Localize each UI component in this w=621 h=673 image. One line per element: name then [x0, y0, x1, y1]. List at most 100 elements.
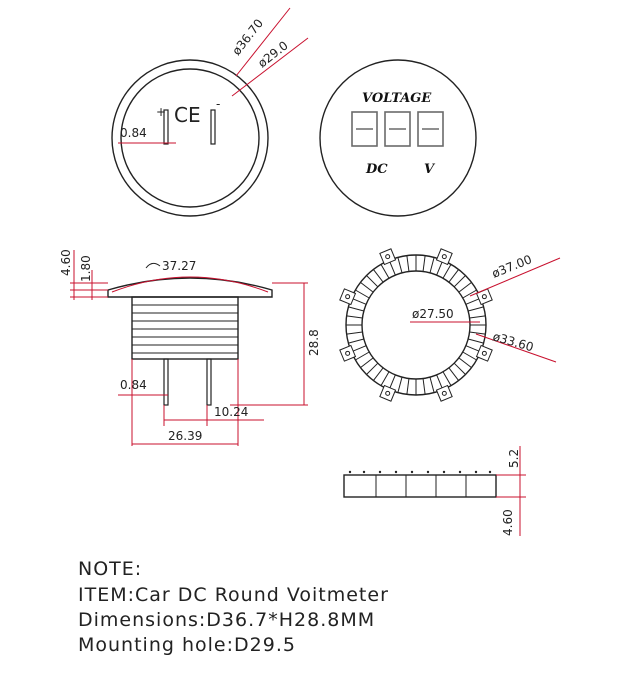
front-view: + - CE 0.84 ø36.70 ø29.0: [111, 7, 309, 217]
terminal-left: [163, 109, 169, 145]
nut-body: [343, 474, 497, 498]
terminal-right: [210, 109, 216, 145]
ring-hatch: [346, 315, 363, 319]
ring-tab-hole: [441, 254, 447, 260]
side-pin-left: [163, 358, 169, 406]
ring-hatch: [453, 362, 466, 375]
ring-tab-hole: [441, 390, 447, 396]
ring-hatch: [372, 269, 384, 283]
front-outer-circle: [111, 59, 269, 217]
ring-hatch: [436, 374, 444, 390]
side-pin-right: [206, 358, 212, 406]
digit-3: [417, 111, 444, 147]
ring-hatch: [351, 345, 367, 353]
ring-tab: [379, 248, 397, 266]
ring-hatch: [458, 281, 472, 293]
ring-hatch: [388, 260, 396, 276]
ring-hatch: [465, 345, 481, 353]
ring-mid-label: ø33.60: [491, 329, 535, 354]
total-height-label: 28.8: [307, 329, 321, 356]
ring-hatch: [422, 378, 426, 395]
note-item: ITEM:Car DC Round Voitmeter: [78, 584, 389, 606]
ring-inner-label: ø27.50: [412, 307, 454, 321]
display-outer-circle: [319, 59, 477, 217]
seven-segment-display: [351, 111, 444, 147]
ring-tab-hole: [345, 294, 351, 300]
minus-sign: -: [216, 97, 220, 111]
ring-hatch: [448, 367, 460, 381]
ring-view: ø37.00 ø27.50 ø33.60: [339, 248, 561, 402]
ring-tab: [339, 288, 357, 306]
ring-tab-hole: [385, 390, 391, 396]
ring-hatch: [469, 331, 486, 335]
nut-side-view: 5.2 4.60: [343, 446, 526, 536]
front-inner-circle: [120, 68, 260, 208]
ring-hatch: [442, 371, 452, 386]
ring-hatch: [380, 264, 390, 279]
ring-tab: [435, 248, 453, 266]
display-view: VOLTAGE DC V: [319, 59, 477, 217]
nut-width-5-2: 5.2: [507, 449, 521, 468]
ring-tab: [379, 384, 397, 402]
ring-outer-label: ø37.00: [490, 252, 534, 281]
nut-width-4-60: 4.60: [501, 509, 515, 536]
ring-hatch: [360, 357, 374, 369]
note-title: NOTE:: [78, 558, 143, 580]
ring-inner: [361, 270, 471, 380]
ring-hatch: [406, 255, 410, 272]
ring-hatch: [380, 371, 390, 386]
ring-tab: [339, 344, 357, 362]
outer-diameter-label: ø36.70: [229, 16, 266, 57]
ring-outer-leader: [469, 257, 561, 297]
ring-hatch: [355, 289, 370, 299]
ring-hatch: [372, 367, 384, 381]
ring-hatch: [366, 275, 379, 288]
flange: [107, 277, 273, 298]
body-width-label: 26.39: [168, 429, 202, 443]
flange-arc-label: 37.27: [162, 259, 196, 273]
plus-sign: +: [156, 105, 166, 119]
ring-hatch: [366, 362, 379, 375]
side-pin-width: 0.84: [120, 378, 147, 392]
ring-hatch: [468, 306, 484, 312]
ring-tab-hole: [481, 350, 487, 356]
threaded-body: [131, 296, 239, 360]
ring-tab-hole: [481, 294, 487, 300]
ring-tab-hole: [345, 350, 351, 356]
v-label: V: [424, 162, 436, 177]
ring-hatch: [462, 351, 477, 361]
ring-tab: [475, 344, 493, 362]
ring-hatch: [351, 297, 367, 305]
ring-tab: [475, 288, 493, 306]
inner-diameter-label: ø29.0: [255, 38, 290, 70]
ring-hatch: [469, 315, 486, 319]
side-height-4-60: 4.60: [59, 249, 73, 276]
digit-1: [351, 111, 378, 147]
ring-hatch: [468, 338, 484, 344]
front-pin-width: 0.84: [120, 126, 147, 140]
note-mounting: Mounting hole:D29.5: [78, 634, 296, 656]
ring-hatch: [348, 306, 364, 312]
ring-hatch: [448, 269, 460, 283]
ring-hatch: [458, 357, 472, 369]
digit-2: [384, 111, 411, 147]
ce-mark: CE: [174, 103, 201, 127]
ring-hatch: [397, 257, 403, 273]
ring-hatch: [406, 378, 410, 395]
ring-tab: [435, 384, 453, 402]
ring-mid-leader: [475, 333, 557, 363]
side-height-1-80: 1.80: [79, 255, 93, 282]
ring-tab-hole: [385, 254, 391, 260]
outer-diameter-leader: [235, 7, 291, 77]
pin-spacing-label: 10.24: [214, 405, 248, 419]
ring-hatch: [346, 331, 363, 335]
ring-hatch: [397, 377, 403, 393]
ring-hatch: [360, 281, 374, 293]
ring-teeth: [339, 248, 493, 402]
ring-hatch: [429, 377, 435, 393]
ring-hatch: [436, 260, 444, 276]
ring-hatch: [388, 374, 396, 390]
ring-hatch: [348, 338, 364, 344]
